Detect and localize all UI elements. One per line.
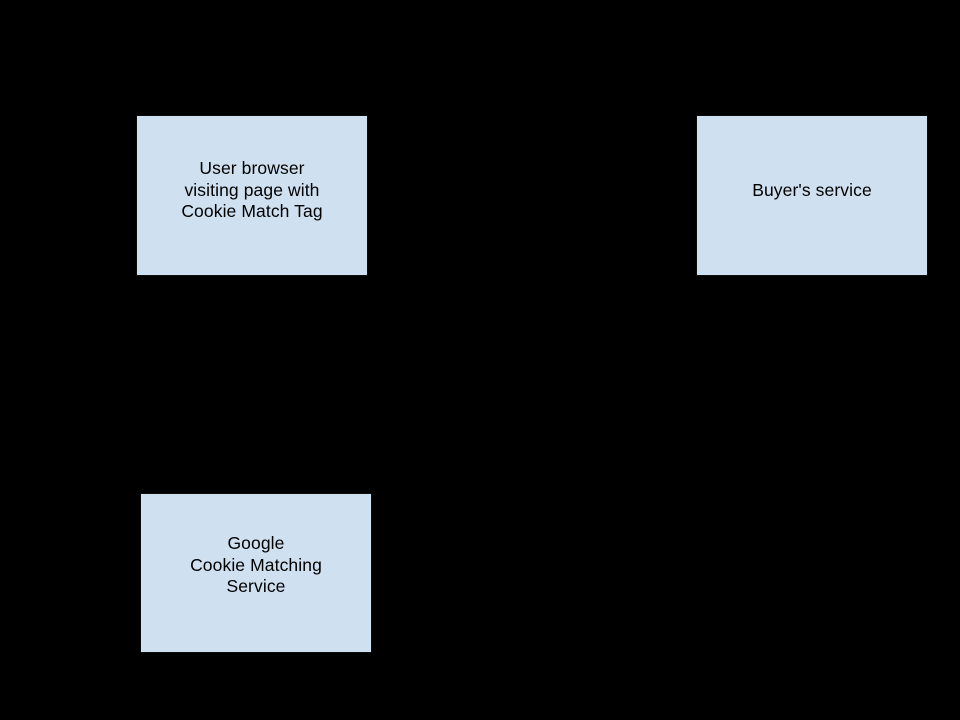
node-user-browser[interactable]: User browser visiting page with Cookie M… bbox=[136, 115, 368, 276]
node-user-browser-label: User browser visiting page with Cookie M… bbox=[181, 158, 323, 221]
node-buyers-service[interactable]: Buyer's service bbox=[696, 115, 928, 276]
node-google-cookie-matching[interactable]: Google Cookie Matching Service bbox=[140, 493, 372, 653]
node-google-cookie-matching-label: Google Cookie Matching Service bbox=[190, 533, 322, 596]
node-buyers-service-label: Buyer's service bbox=[752, 180, 872, 200]
